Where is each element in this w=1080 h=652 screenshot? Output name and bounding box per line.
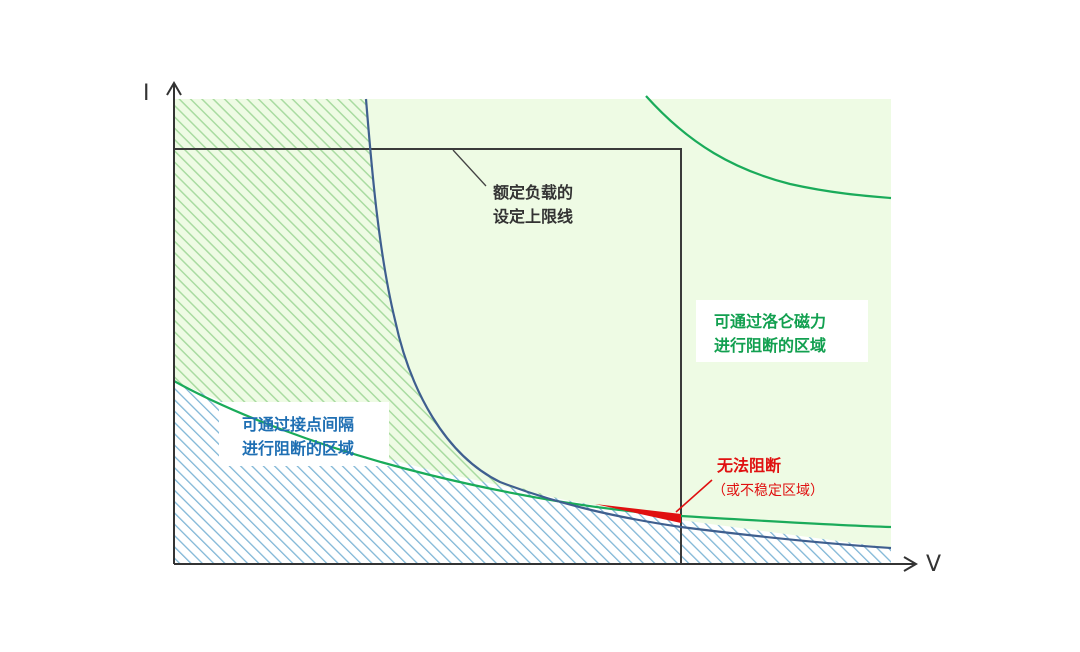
cannot-break-pointer	[675, 479, 713, 513]
contact-gap-region-label-line2: 进行阻断的区域	[242, 439, 354, 458]
contact-gap-region-label-line1: 可通过接点间隔	[242, 415, 354, 434]
y-axis-arrow	[166, 81, 182, 96]
lorentz-region-label-line2: 进行阻断的区域	[714, 336, 826, 355]
contact-gap-region-fill	[174, 381, 891, 564]
unstable-region-label: （或不稳定区域）	[712, 483, 824, 499]
x-axis-arrow	[903, 556, 918, 572]
rated-load-limit-line	[174, 148, 682, 564]
contact-gap-boundary-curve	[173, 380, 892, 529]
contact-green-hatch-region	[174, 99, 565, 500]
x-axis-label: V	[926, 552, 941, 577]
lorentz-label-box	[696, 300, 868, 362]
lorentz-region-label-line1: 可通过洛仑磁力	[714, 312, 826, 331]
rated-load-label-line1: 额定负载的	[493, 183, 573, 202]
blue-limit-curve	[364, 98, 892, 550]
y-axis-label: I	[143, 81, 150, 106]
rated-load-label-line2: 设定上限线	[493, 207, 573, 226]
lorentz-boundary-curve	[645, 95, 892, 200]
cannot-break-label: 无法阻断	[716, 456, 781, 475]
cannot-break-region	[595, 504, 681, 523]
rated-load-pointer	[452, 149, 487, 187]
